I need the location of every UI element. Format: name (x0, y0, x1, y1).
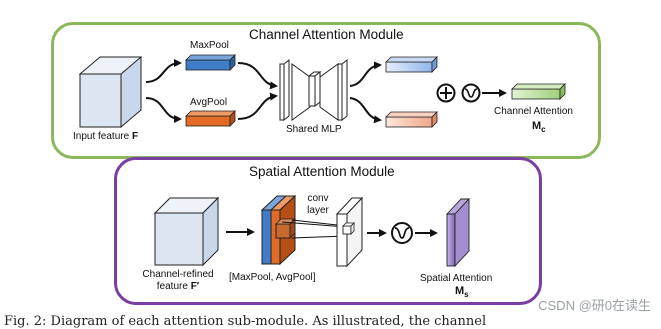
pool-label: [MaxPool, AvgPool] (229, 272, 316, 283)
conv-word: conv (307, 193, 329, 204)
arrow-maxpool-to-mlp (237, 62, 278, 90)
channel-attention-vector (511, 83, 566, 100)
sigmoid-icon-spatial (391, 222, 413, 244)
avgpool-vector (185, 110, 236, 127)
plus-icon (436, 83, 456, 103)
ms-subscript: s (464, 290, 469, 300)
channel-module-title: Channel Attention Module (249, 27, 404, 42)
sigmoid-icon (461, 83, 481, 103)
input-feature-label: Input feature F (73, 131, 138, 143)
figure-caption: Fig. 2: Diagram of each attention sub-mo… (4, 314, 487, 329)
mc-main: M (532, 120, 542, 132)
input-feature-text: Input feature (73, 131, 130, 142)
input-feature-cube (78, 56, 143, 129)
channel-attention-symbol: Mc (532, 120, 546, 136)
maxpool-label: MaxPool (190, 40, 229, 51)
feature-word: feature (156, 281, 188, 292)
mc-subscript: c (541, 125, 546, 135)
mlp-output-maxpool (385, 56, 438, 73)
channel-refined-label: Channel-refined feature F′ (140, 269, 216, 293)
conv-layer (335, 196, 364, 268)
shared-mlp-label: Shared MLP (286, 124, 342, 135)
pooled-feature-maps (260, 194, 297, 266)
channel-refined-feature-cube (153, 196, 220, 267)
shared-mlp (279, 58, 348, 122)
input-feature-symbol: F (131, 131, 139, 142)
maxpool-vector (185, 54, 236, 71)
arrow-avgpool-to-mlp (237, 92, 278, 120)
spatial-attention-symbol: Ms (455, 285, 469, 301)
spatial-attention-map (445, 197, 471, 268)
conv-layer-label: conv layer (300, 193, 336, 217)
ms-main: M (455, 285, 465, 297)
channel-refined-line2: feature F′ (140, 281, 216, 293)
spatial-attention-label: Spatial Attention (420, 273, 493, 284)
f-prime-symbol: F′ (190, 281, 200, 292)
csdn-watermark: CSDN @研0在读生 (538, 298, 651, 313)
channel-refined-line1: Channel-refined (142, 269, 214, 280)
spatial-module-title: Spatial Attention Module (249, 164, 395, 179)
arrow-mlp-to-bottom (349, 97, 382, 124)
avgpool-label: AvgPool (190, 97, 228, 108)
arrow-to-avgpool (145, 97, 182, 123)
arrow-to-maxpool (145, 59, 182, 83)
arrow-mlp-to-top (349, 61, 382, 87)
mlp-output-avgpool (385, 111, 438, 128)
channel-attention-label: Channel Attention (494, 106, 573, 117)
layer-word: layer (307, 205, 329, 216)
